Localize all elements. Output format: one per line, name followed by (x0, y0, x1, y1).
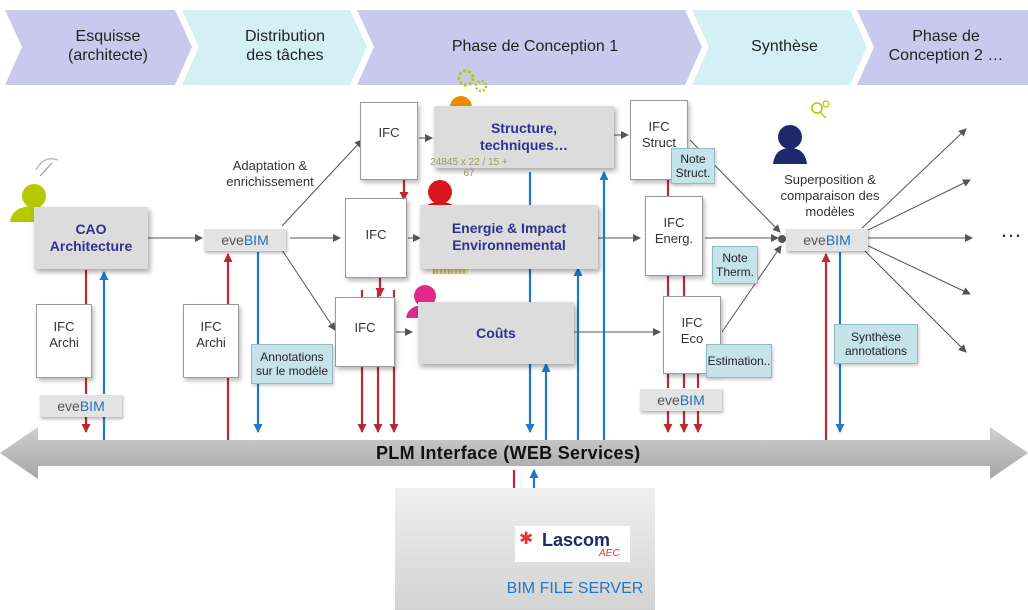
phase-chevron-esquisse (5, 10, 192, 85)
evebim-prefix: eve (57, 398, 80, 414)
flow-arrow-to-ifc-top (281, 139, 363, 227)
evebim-prefix: eve (657, 392, 680, 408)
doc-ifc-struct: IFC Struct (630, 100, 688, 180)
bim-file-server-label: BIM FILE SERVER (506, 580, 644, 597)
doc-ifc-archi-1: IFC Archi (36, 304, 92, 378)
merge-point (778, 235, 786, 243)
magnifier-icon (811, 100, 830, 119)
pencil-icon (35, 158, 59, 177)
evebim-prefix: eve (221, 232, 244, 248)
note-synthese-annotations: Synthèse annotations (834, 324, 918, 364)
output-arrow-4 (859, 241, 971, 295)
evebim-prefix: eve (803, 232, 826, 248)
phase-label-distribution: Distribution des tâches (244, 28, 326, 64)
phase-chevron-synthese (692, 10, 867, 85)
doc-ifc-archi-2: IFC Archi (183, 304, 239, 378)
plm-interface-arrow (0, 427, 1028, 479)
phase-label-esquisse: Esquisse (architecte) (67, 28, 149, 64)
person-icon-synthese (773, 125, 807, 164)
lascom-name: Lascom (542, 530, 611, 550)
note-therm: Note Therm. (712, 246, 758, 284)
phase-chevron-conception2 (857, 10, 1028, 85)
phase-chevron-conception1 (357, 10, 702, 85)
doc-ifc-mid: IFC (345, 198, 407, 278)
label-adaptation: Adaptation & enrichissement (226, 158, 314, 189)
gear-icon (457, 69, 488, 93)
evebim-tag-distribution: eveBIM (204, 228, 286, 251)
lascom-sub: AEC (599, 548, 620, 559)
evebim-suffix: BIM (79, 398, 105, 414)
evebim-tag-archi: eveBIM (40, 394, 122, 417)
box-couts: Coûts (418, 302, 574, 364)
output-arrow-1 (859, 128, 967, 231)
output-arrow-2 (859, 179, 971, 235)
evebim-suffix: BIM (679, 392, 705, 408)
phase-chevron-distribution (182, 10, 367, 85)
box-energie: Energie & Impact Environnemental (420, 205, 598, 269)
flow-arrow-eco-merge (721, 245, 782, 333)
flow-arrow-to-ifc-low (281, 249, 336, 331)
phase-label-synthese: Synthèse (751, 38, 818, 55)
note-struct: Note Struct. (671, 148, 715, 184)
barcode-caption: 24845 x 22 / 15 + 67 (430, 157, 508, 179)
note-estimation: Estimation.. (706, 344, 772, 378)
box-structure: Structure, techniques… (434, 106, 614, 168)
evebim-tag-synthese-bottom: eveBIM (640, 388, 722, 411)
evebim-suffix: BIM (825, 232, 851, 248)
phase-label-conception2: Phase de Conception 2 … (888, 28, 1004, 64)
doc-ifc-top: IFC (360, 102, 418, 180)
lascom-star-icon: ✱ (519, 529, 534, 548)
label-superposition: Superposition & comparaison des modèles (780, 172, 880, 219)
plm-interface-label: PLM Interface (WEB Services) (376, 443, 641, 463)
label-ellipsis: … (1000, 217, 1022, 242)
evebim-tag-superposition: eveBIM (786, 228, 868, 251)
doc-ifc-low: IFC (335, 297, 395, 367)
evebim-suffix: BIM (243, 232, 269, 248)
phase-label-conception1: Phase de Conception 1 (451, 38, 619, 55)
note-annotations: Annotations sur le modèle (251, 344, 333, 384)
output-arrow-5 (859, 245, 967, 353)
doc-ifc-energ: IFC Energ. (645, 196, 703, 276)
lascom-logo: ✱ Lascom AEC (515, 526, 630, 562)
box-cao-architecture: CAO Architecture (34, 207, 148, 269)
